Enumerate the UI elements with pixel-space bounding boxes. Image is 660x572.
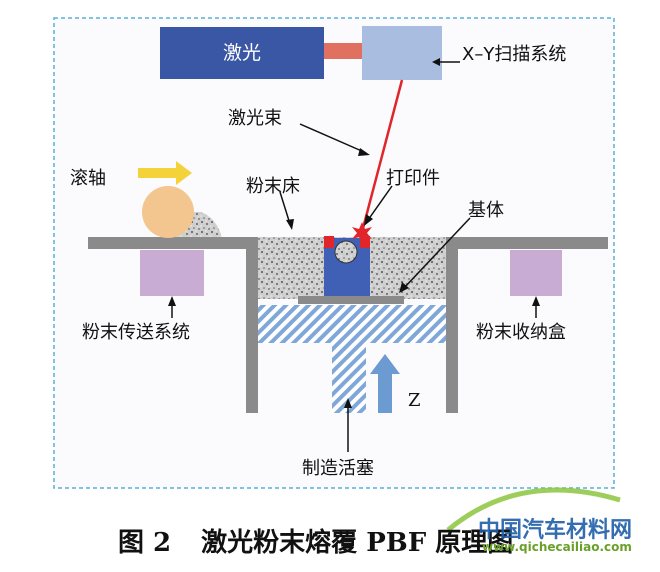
roller-arrow-shaft <box>138 168 176 178</box>
powder-delivery-label: 粉末传送系统 <box>82 322 190 343</box>
beam-pointer <box>299 123 365 153</box>
figure-title: 激光粉末熔覆 PBF 原理图 <box>201 528 514 558</box>
melt-spot <box>352 222 372 244</box>
part-top-right <box>360 236 370 248</box>
right-wall <box>446 237 458 413</box>
laser-beam <box>360 79 404 233</box>
watermark-swoosh <box>446 487 621 532</box>
scanner-pointer-head <box>432 58 440 66</box>
substrate-pointer <box>403 217 471 289</box>
substrate-label: 基体 <box>468 200 504 221</box>
z-arrow-shaft <box>378 372 392 413</box>
scanner-box <box>362 26 442 80</box>
watermark-url: www.qichecailiao.com <box>482 540 632 554</box>
left-platform <box>88 237 258 249</box>
laser-connector <box>324 43 362 59</box>
laser-label: 激光 <box>222 42 261 64</box>
roller-arrow-head <box>176 161 192 185</box>
bed-pointer-head <box>286 219 294 230</box>
piston-label: 制造活塞 <box>302 458 374 479</box>
scanner-label: X–Y扫描系统 <box>462 44 567 65</box>
bed-pointer <box>279 191 291 225</box>
build-platform <box>258 305 446 343</box>
roller <box>142 186 194 238</box>
watermark-name: 中国汽车材料网 <box>478 518 633 543</box>
powder-delivery-box <box>140 250 204 296</box>
substrate-plate <box>298 296 404 304</box>
beam-label: 激光束 <box>228 108 282 129</box>
beam-pointer-head <box>358 148 370 156</box>
piston-pointer-head <box>344 398 352 408</box>
z-axis-label: Z <box>408 390 421 411</box>
laser-box <box>160 27 324 79</box>
substrate-pointer-head <box>399 282 409 293</box>
figure-caption: 图 2 激光粉末熔覆 PBF 原理图 <box>118 522 513 559</box>
part-pointer-head <box>364 214 373 226</box>
right-platform <box>446 237 608 249</box>
collection-pointer-head <box>532 296 540 306</box>
roller-label: 滚轴 <box>70 168 106 189</box>
part-pointer <box>367 185 393 221</box>
powder-collection-box <box>510 250 562 296</box>
printed-part-label: 打印件 <box>386 168 440 189</box>
z-arrow-head <box>370 354 400 374</box>
powder-bed-label: 粉末床 <box>246 176 300 197</box>
part-top-left <box>324 236 334 248</box>
powder-collection-label: 粉末收纳盒 <box>476 322 566 343</box>
left-wall <box>246 237 258 413</box>
delivery-pointer-head <box>168 296 176 306</box>
figure-number: 图 2 <box>118 528 172 558</box>
powder-particle <box>334 240 358 264</box>
